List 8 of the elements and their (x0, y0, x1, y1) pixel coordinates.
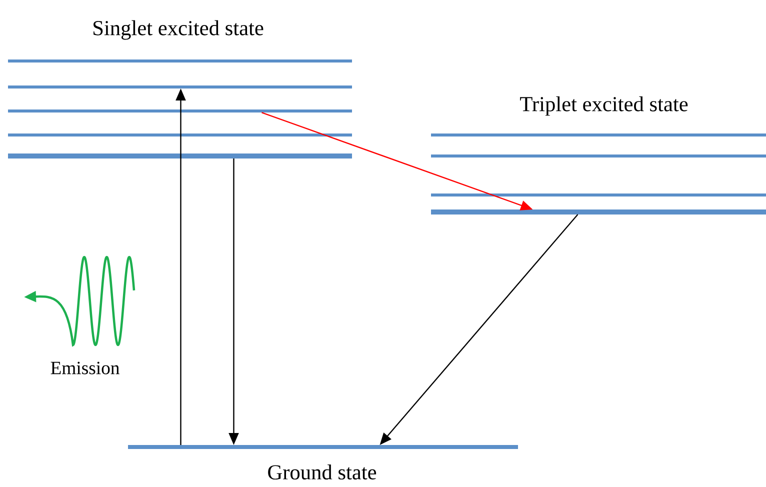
energy-level-line (8, 110, 352, 112)
emission-label: Emission (50, 362, 120, 374)
energy-level-line (431, 154, 766, 158)
state-label: Ground state (268, 464, 376, 480)
state-label: Triplet excited state (520, 96, 688, 116)
state-label: Singlet excited state (94, 20, 264, 40)
energy-level-line (8, 86, 352, 88)
energy-level-line (8, 134, 352, 136)
